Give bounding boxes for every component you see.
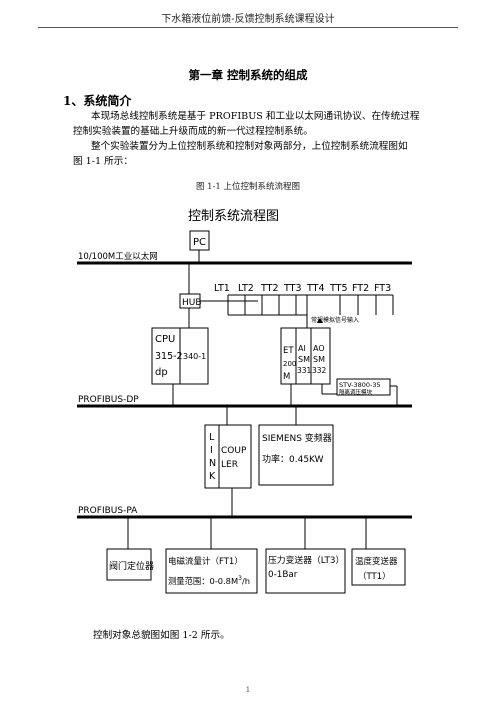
signal-note: 常规模拟信号输入	[311, 316, 359, 324]
valve-positioner-label: 阀门定位器	[109, 560, 154, 572]
hub-label: HUB	[182, 298, 202, 308]
link-letter-k: K	[209, 471, 216, 482]
siemens-inverter-box	[258, 424, 334, 486]
siemens-line-1: SIEMENS 变频器	[262, 432, 332, 444]
ao-line-2: SM	[313, 355, 325, 364]
signal-tt4: TT4	[306, 283, 324, 294]
et-line-1: ET	[283, 346, 294, 356]
signal-lt1: LT1	[214, 283, 230, 294]
stv-module-box	[336, 378, 391, 396]
chapter-title: 第一章 控制系统的组成	[188, 68, 308, 82]
paragraph-1-line-2: 控制实验装置的基础上升级而成的新一代过程控制系统。	[73, 125, 313, 137]
paragraph-2-line-1: 整个实验装置分为上位控制系统和控制对象两部分，上位控制系统流程图如	[91, 141, 408, 152]
cpu-line-1: CPU	[155, 334, 175, 345]
diagram-title: 控制系统流程图	[188, 209, 279, 224]
ao-line-1: AO	[313, 344, 325, 353]
figure-caption: 图 1-1 上位控制系统流程图	[195, 182, 301, 192]
pc-label: PC	[193, 237, 206, 248]
flowmeter-unit: /h	[242, 576, 250, 586]
pressure-line-1: 压力变送器（LT3）	[268, 554, 344, 566]
stv-line-1: STV-3800-35	[339, 381, 381, 389]
temperature-line-1: 温度变送器	[355, 556, 398, 567]
paragraph-2-line-2: 图 1-1 所示：	[73, 155, 133, 167]
siemens-line-2: 功率：0.45KW	[262, 453, 324, 465]
ai-line-3: 331	[297, 366, 312, 375]
et-line-2: 200	[283, 360, 296, 368]
profibus-dp-label: PROFIBUS-DP	[78, 395, 139, 405]
link-letter-l: L	[209, 432, 215, 443]
page-number: 1	[245, 686, 251, 694]
ai-line-2: SM	[298, 355, 310, 364]
flowmeter-range: 测量范围：0-0.8M	[168, 576, 238, 586]
profibus-pa-label: PROFIBUS-PA	[78, 506, 138, 516]
page-header: 下水箱液位前馈-反馈控制系统课程设计	[161, 14, 335, 25]
stv-line-2: 隔离调压模块	[339, 388, 373, 396]
flowmeter-superscript: 3	[238, 575, 242, 582]
ao-line-3: 332	[312, 366, 327, 375]
link-coupler-box	[204, 424, 252, 489]
bottom-paragraph: 控制对象总貌图如图 1-2 所示。	[93, 630, 230, 641]
signal-ft3: FT3	[374, 283, 391, 294]
flowmeter-box	[165, 548, 258, 594]
link-letter-i: I	[210, 445, 213, 456]
signal-tt3: TT3	[283, 283, 301, 294]
section-title: 1、系统简介	[63, 94, 132, 108]
ai-line-1: AI	[298, 344, 306, 353]
temperature-line-2: （TT1）	[358, 571, 391, 582]
paragraph-1: 本现场总线控制系统是基于 PROFIBUS 和工业以太网通讯协议、在传统过程 控…	[73, 110, 433, 139]
link-letter-n: N	[209, 458, 216, 469]
et-module-box	[280, 327, 331, 385]
cpu-side-label: 340-1	[183, 352, 206, 361]
signal-lt2: LT2	[238, 283, 254, 294]
paragraph-1-line-1: 本现场总线控制系统是基于 PROFIBUS 和工业以太网通讯协议、在传统过程	[91, 111, 420, 122]
flowmeter-line-1: 电磁流量计（FT1）	[168, 556, 243, 567]
signal-tt5: TT5	[329, 283, 347, 294]
flowmeter-line-2: 测量范围：0-0.8M3/h	[168, 575, 250, 586]
cpu-line-3: dp	[155, 367, 168, 378]
signal-ft2: FT2	[352, 283, 369, 294]
temperature-transmitter-box	[351, 548, 406, 586]
signal-arrow-icon	[317, 318, 323, 323]
pressure-transmitter-box	[265, 548, 346, 594]
valve-positioner-box	[106, 548, 152, 581]
et-line-3: M	[283, 372, 290, 382]
signal-tt2: TT2	[260, 283, 278, 294]
coupler-line-2: LER	[221, 460, 238, 470]
paragraph-2: 整个实验装置分为上位控制系统和控制对象两部分，上位控制系统流程图如 图 1-1 …	[73, 140, 433, 169]
cpu-line-2: 315-2	[155, 351, 183, 362]
coupler-line-1: COUP	[221, 446, 247, 456]
pressure-line-2: 0-1Bar	[268, 570, 298, 580]
ethernet-label: 10/100M工业以太网	[78, 251, 158, 262]
header-divider	[38, 27, 458, 28]
